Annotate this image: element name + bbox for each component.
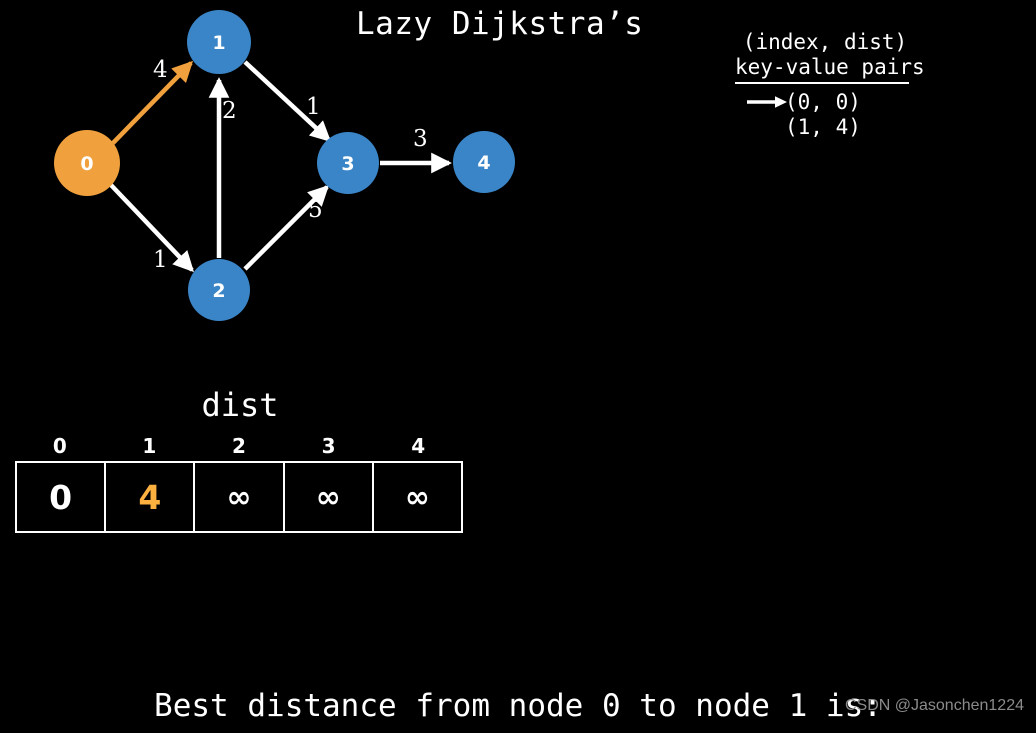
dist-cell: ∞ [285,463,374,531]
legend-heading-line1: (index, dist) [742,30,908,54]
legend-entry-list: (0, 0) (1, 4) [735,90,915,140]
dist-index-label: 2 [232,434,246,458]
edge-1-3 [243,60,332,142]
graph-node-0-label: 0 [80,153,93,175]
graph-node-2-label: 2 [212,280,225,302]
graph-node-2[interactable]: 2 [188,259,250,321]
edge-2-3 [243,184,330,271]
watermark: CSDN @Jasonchen1224 [844,697,1024,714]
caption-block: Best distance from node 0 to node 1 is: … [0,606,1036,733]
graph-node-0[interactable]: 0 [54,130,120,196]
dist-cell: 0 [17,463,107,531]
dist-cell: 4 [106,463,196,531]
legend-heading-line2: key-value pairs [735,55,925,79]
dist-table-title: dist [201,386,279,424]
graph-diagram: 0 1 2 3 4 [54,10,515,321]
edge-weight-1-3: 1 [306,94,321,120]
edge-weight-2-1: 2 [222,98,237,124]
dist-cell: ∞ [404,479,430,515]
dist-index-label: 4 [411,434,426,458]
dist-table-index-row: 0 1 2 3 4 [15,434,463,458]
legend-divider [735,82,909,84]
edge-weight-3-4: 3 [413,126,428,152]
caption-line-1: Best distance from node 0 to node 1 is: [154,688,882,724]
edge-weight-0-2: 1 [153,247,168,273]
graph-node-3[interactable]: 3 [317,132,379,194]
edge-0-2 [109,183,194,273]
dist-cell: ∞ [195,463,285,531]
dist-index-label: 1 [142,434,157,458]
dist-index-label: 3 [321,434,336,458]
pointer-arrow-icon [747,96,787,108]
graph-node-4-label: 4 [477,152,490,174]
legend-entry: (0, 0) [785,90,861,114]
edge-weight-2-3: 5 [308,197,323,223]
graph-node-1[interactable]: 1 [187,10,251,74]
edge-0-1 [111,60,194,145]
graph-node-3-label: 3 [341,153,354,175]
graph-node-1-label: 1 [212,32,225,54]
graph-node-4[interactable]: 4 [453,131,515,193]
edge-weight-0-1: 4 [153,57,168,83]
dist-table: 0 4 ∞ ∞ ∞ [15,461,463,533]
priority-queue-legend: (index, dist) key-value pairs (0, 0) (1,… [735,30,925,140]
legend-entry: (1, 4) [785,115,861,139]
page-title: Lazy Dijkstra’s [356,6,644,42]
dist-index-label: 0 [52,434,67,458]
